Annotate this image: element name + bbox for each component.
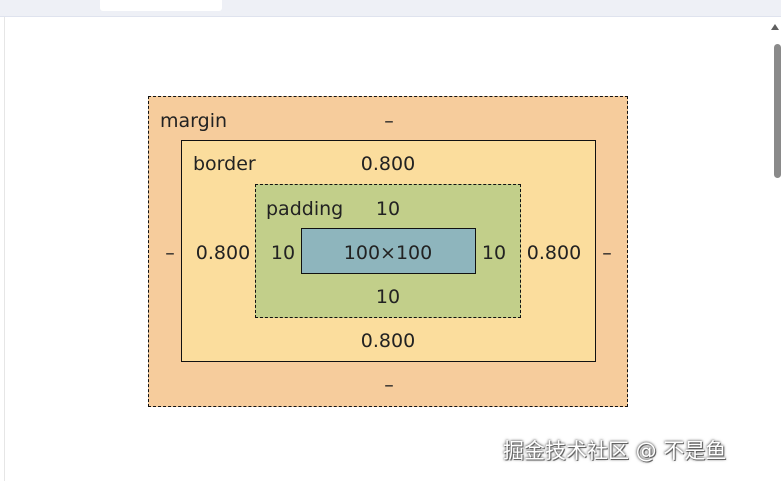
border-left-value[interactable]: 0.800 — [195, 242, 251, 264]
padding-bottom-value[interactable]: 10 — [375, 286, 401, 308]
padding-label: padding — [266, 198, 344, 220]
padding-left-value[interactable]: 10 — [270, 242, 296, 264]
scrollbar-thumb[interactable] — [774, 44, 781, 178]
border-top-value[interactable]: 0.800 — [360, 153, 416, 175]
border-bottom-value[interactable]: 0.800 — [360, 330, 416, 352]
content-box[interactable] — [301, 228, 476, 274]
devtools-tab[interactable] — [100, 0, 222, 11]
watermark: 掘金技术社区 @ 不是鱼 — [503, 439, 727, 463]
padding-right-value[interactable]: 10 — [481, 242, 507, 264]
margin-bottom-value[interactable]: – — [384, 374, 394, 396]
border-right-value[interactable]: 0.800 — [526, 242, 582, 264]
margin-right-value[interactable]: – — [602, 242, 612, 264]
margin-label: margin — [160, 110, 228, 132]
margin-left-value[interactable]: – — [165, 242, 175, 264]
scroll-up-arrow-icon[interactable] — [771, 24, 779, 30]
devtools-top-bar — [0, 0, 781, 17]
content-size[interactable]: 100×100 — [343, 242, 433, 264]
margin-top-value[interactable]: – — [384, 110, 394, 132]
border-label: border — [193, 153, 256, 175]
padding-top-value[interactable]: 10 — [375, 198, 401, 220]
panel-divider — [4, 17, 5, 481]
